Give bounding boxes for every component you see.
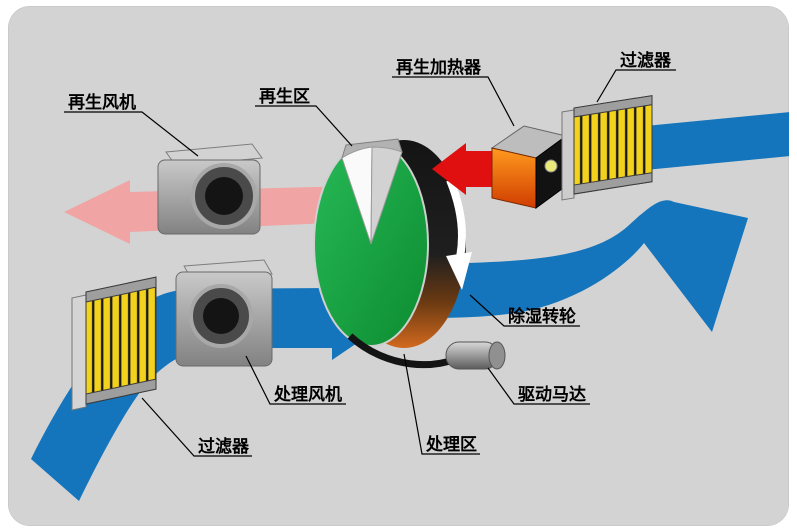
filter-frame-bottom [573,172,653,195]
leader-line [469,294,580,327]
label-process-fan: 处理风机 [273,384,342,405]
label-regen-heater: 再生加热器 [396,57,482,78]
leader-line [392,76,515,127]
drive-motor [347,333,506,370]
label-process-zone: 处理区 [425,434,477,455]
filter-side-face [561,109,575,201]
callout-regen-zone: 再生区 [255,86,353,147]
filter-frame-top [573,95,653,118]
callout-filter-top: 过滤器 [596,50,676,103]
callout-regen-heater: 再生加热器 [392,57,515,127]
label-regen-fan: 再生风机 [68,92,136,113]
process-fan [175,259,273,367]
filter-frame-bottom [85,378,157,405]
callout-regen-fan: 再生风机 [64,92,199,157]
regeneration-fan [157,143,263,235]
heater-hot-face [491,147,537,209]
leader-line [64,111,199,157]
rotation-arrow-head [446,252,472,290]
label-desiccant-wheel: 除湿转轮 [508,306,576,327]
hot-air-arrow [432,143,502,195]
regeneration-heater [490,125,568,209]
leader-line [245,355,346,405]
label-regen-zone: 再生区 [259,86,310,107]
leader-line [403,353,480,455]
regen-sector-right-face [370,146,403,245]
regen-fan-inlet-opening [205,177,243,215]
callout-process-zone: 处理区 [403,353,480,455]
callout-desiccant-wheel: 除湿转轮 [469,294,580,327]
regen-air-filter [561,95,653,201]
process-outlet-air-arrow [430,200,748,332]
callout-process-fan: 处理风机 [245,355,346,405]
motor-end-cap [488,341,506,370]
label-filter-bottom: 过滤器 [198,436,250,457]
filter-frame-top [85,276,157,303]
label-drive-motor: 驱动马达 [518,384,586,405]
process-fan-inlet-opening [203,298,239,334]
callout-filter-bottom: 过滤器 [141,397,252,457]
leader-line [487,367,590,405]
label-filter-top: 过滤器 [620,50,672,71]
leader-line [596,69,676,103]
leader-line [141,397,252,457]
leader-line [255,105,353,147]
heater-indicator-dot [544,159,558,173]
process-air-filter [71,276,157,411]
callout-drive-motor: 驱动马达 [487,367,590,405]
filter-side-face [71,294,87,411]
desiccant-wheel [313,138,472,348]
